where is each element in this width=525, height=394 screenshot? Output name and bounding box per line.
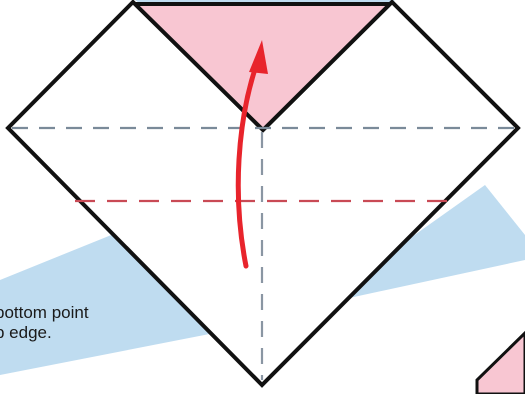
curved-up-arrow-icon — [235, 40, 268, 269]
instruction-text-line-1: bottom point — [0, 303, 89, 322]
instruction-text-line-2: p edge. — [0, 323, 52, 342]
background-shape-right — [330, 185, 525, 300]
